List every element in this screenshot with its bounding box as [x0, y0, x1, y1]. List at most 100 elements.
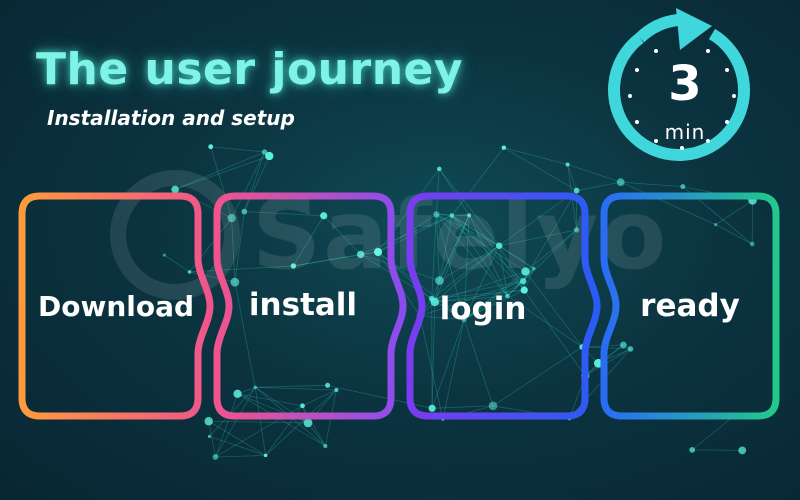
network-line	[523, 268, 535, 291]
network-line	[492, 346, 583, 407]
network-node	[323, 444, 328, 449]
network-line	[468, 215, 508, 297]
network-line	[451, 215, 524, 282]
network-node	[230, 277, 240, 287]
network-line	[620, 181, 683, 187]
step-label-install: install	[248, 287, 358, 323]
network-line	[215, 393, 238, 458]
step-label-login: login	[439, 291, 527, 327]
network-node	[300, 403, 305, 409]
timer-tick	[634, 120, 639, 124]
network-line	[439, 215, 453, 281]
network-line	[576, 181, 621, 191]
network-line	[419, 315, 465, 320]
network-node	[521, 267, 530, 276]
network-line	[507, 229, 577, 297]
network-line	[215, 454, 266, 458]
network-line	[435, 168, 440, 215]
network-node	[356, 250, 365, 259]
network-node	[162, 253, 166, 257]
network-line	[208, 420, 266, 456]
network-line	[307, 422, 326, 447]
network-line	[431, 289, 525, 300]
network-line	[302, 389, 337, 407]
network-line	[255, 384, 328, 388]
network-line	[327, 384, 433, 409]
timer-value: 3	[668, 56, 702, 112]
network-line	[209, 436, 266, 456]
network-line	[174, 155, 270, 190]
network-line	[189, 271, 235, 283]
network-line	[438, 168, 470, 216]
network-line	[231, 151, 265, 219]
network-node	[573, 187, 580, 194]
network-node	[616, 178, 625, 187]
network-line	[463, 319, 494, 406]
network-line	[210, 146, 265, 153]
timer-tick	[654, 48, 658, 53]
network-node	[620, 341, 627, 349]
network-line	[567, 164, 621, 183]
network-line	[436, 214, 508, 297]
network-line	[431, 319, 465, 409]
network-line	[243, 151, 265, 212]
network-line	[463, 295, 508, 320]
network-node	[433, 211, 440, 218]
network-line	[237, 393, 326, 447]
network-line	[234, 282, 256, 388]
network-node	[204, 416, 213, 426]
timer-tick	[732, 94, 736, 98]
network-line	[525, 229, 577, 272]
timer: 3 min	[600, 8, 760, 173]
network-line	[174, 151, 265, 190]
page-title: The user journey	[36, 44, 464, 95]
network-line	[360, 215, 452, 255]
network-line	[525, 271, 583, 348]
network-node	[467, 213, 472, 218]
network-line	[498, 245, 535, 269]
network-node	[263, 453, 268, 458]
network-node	[436, 166, 442, 172]
stopwatch-arrow-icon	[608, 8, 750, 161]
timer-tick	[634, 68, 639, 72]
network-line	[436, 214, 500, 247]
network-node	[532, 266, 536, 271]
network-node	[520, 286, 528, 294]
network-node	[488, 401, 498, 411]
timer-tick	[706, 139, 710, 144]
network-node	[374, 247, 383, 257]
timer-tick	[680, 146, 684, 150]
network-line	[435, 214, 440, 281]
network-line	[522, 190, 577, 282]
timer-tick	[706, 48, 710, 53]
network-line	[431, 245, 500, 299]
step-frame-login	[406, 192, 601, 420]
network-line	[323, 215, 361, 255]
step-label-download: Download	[37, 290, 195, 323]
network-line	[715, 224, 753, 245]
network-node	[334, 387, 339, 393]
network-node	[187, 270, 192, 274]
network-node	[261, 149, 268, 155]
network-line	[451, 215, 508, 297]
timer-tick	[654, 139, 658, 144]
network-node	[207, 434, 211, 438]
network-node	[495, 242, 503, 249]
network-node	[303, 418, 313, 428]
step-frame-ready	[600, 192, 780, 420]
network-line	[451, 215, 500, 247]
network-node	[435, 276, 444, 285]
network-node	[320, 212, 328, 220]
network-line	[293, 254, 361, 267]
network-node	[325, 382, 331, 388]
network-line	[442, 319, 465, 420]
network-line	[431, 280, 524, 300]
network-line	[360, 254, 440, 281]
network-line	[507, 295, 583, 348]
network-line	[434, 301, 465, 320]
network-line	[209, 387, 256, 437]
network-line	[439, 245, 500, 281]
network-line	[293, 215, 325, 267]
network-line	[523, 289, 586, 377]
timer-unit: min	[664, 120, 706, 144]
